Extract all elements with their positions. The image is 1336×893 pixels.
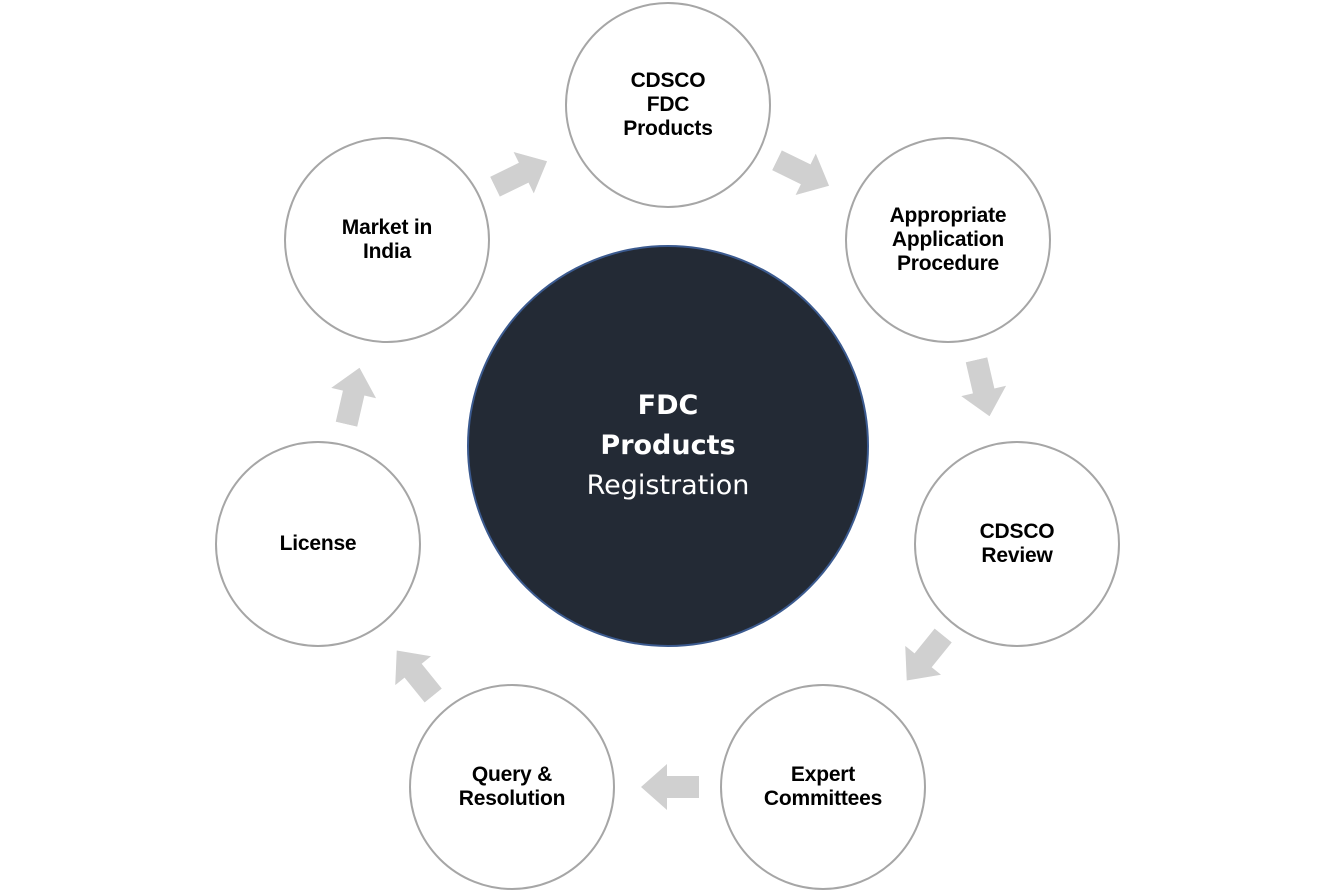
block-arrow-icon: [889, 621, 961, 695]
step-label: Market in India: [341, 216, 433, 263]
step-label: Expert Committees: [763, 763, 883, 810]
block-arrow-icon: [485, 141, 557, 208]
block-arrow-icon: [324, 363, 382, 430]
step-label: CDSCO FDC Products: [623, 69, 713, 140]
hub-title-line-2: Products: [600, 430, 736, 461]
step-cdsco-review: CDSCO Review: [914, 441, 1120, 647]
step-appropriate-application-procedure: Appropriate Application Procedure: [845, 137, 1051, 343]
block-arrow-icon: [641, 764, 699, 810]
step-cdsco-fdc-products: CDSCO FDC Products: [565, 2, 771, 208]
hub-circle: FDC Products Registration: [467, 245, 869, 647]
step-expert-committees: Expert Committees: [720, 684, 926, 890]
hub-title-line-3: Registration: [586, 470, 750, 501]
step-license: License: [215, 441, 421, 647]
hub-title-line-1: FDC: [637, 390, 699, 421]
step-label: CDSCO Review: [979, 520, 1055, 567]
block-arrow-icon: [954, 355, 1012, 422]
step-query-resolution: Query & Resolution: [409, 684, 615, 890]
step-label: Appropriate Application Procedure: [889, 204, 1007, 275]
step-label: License: [279, 532, 357, 555]
block-arrow-icon: [379, 636, 451, 710]
step-market-in-india: Market in India: [284, 137, 490, 343]
block-arrow-icon: [767, 140, 839, 207]
step-label: Query & Resolution: [458, 763, 566, 810]
